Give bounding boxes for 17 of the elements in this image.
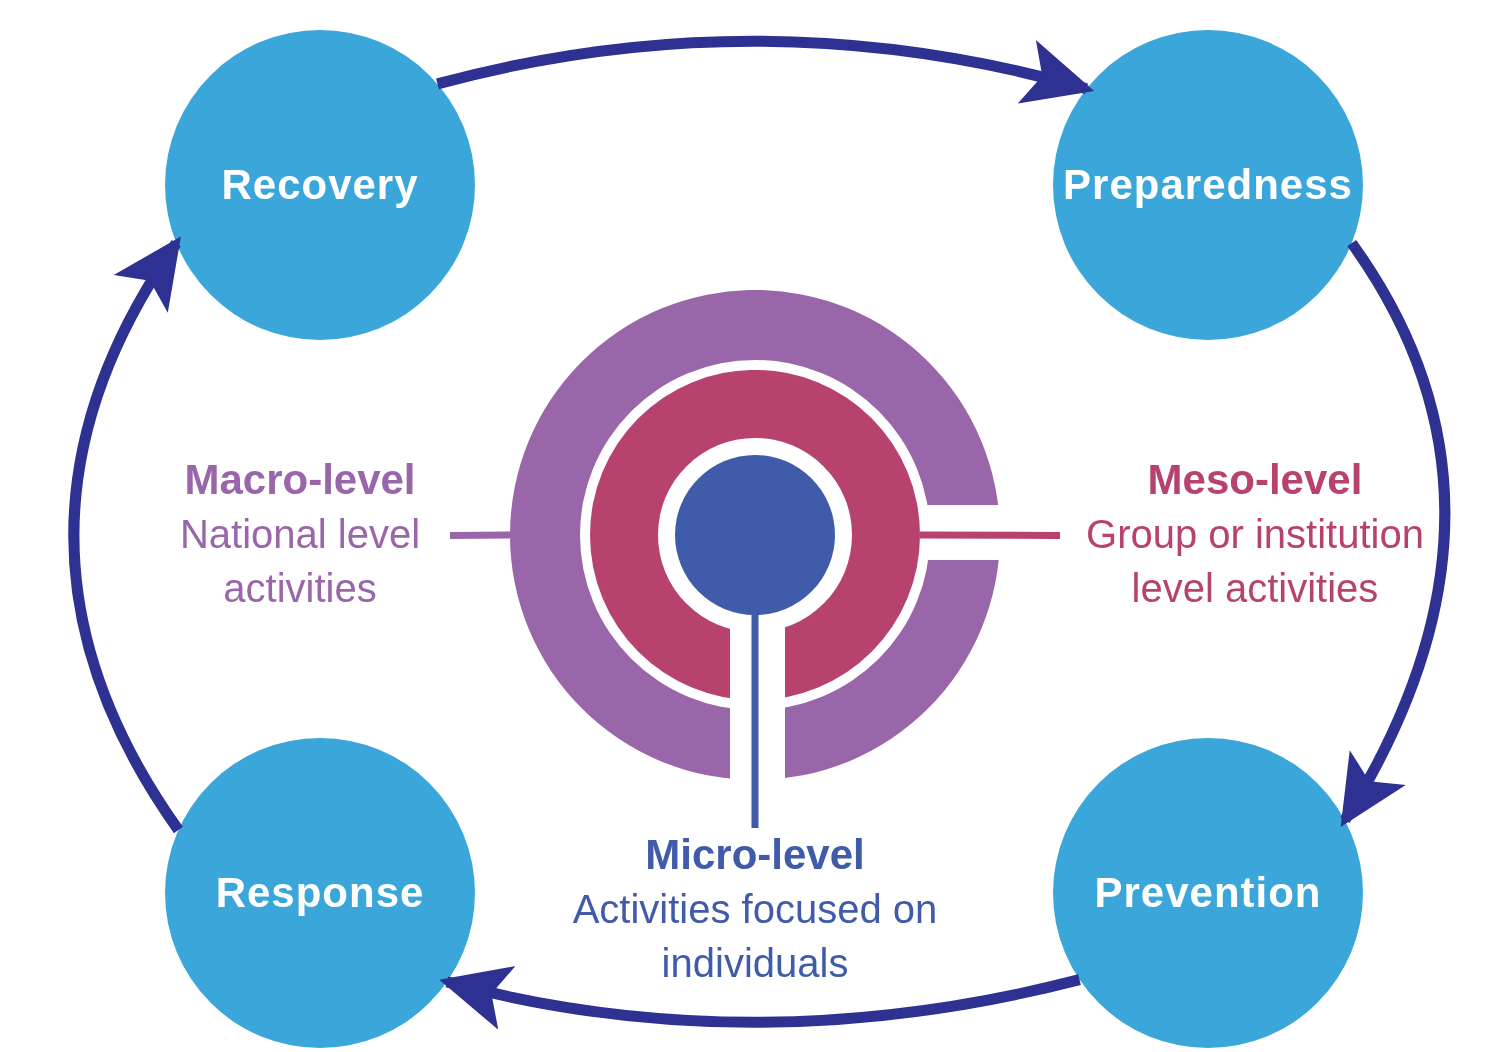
phase-circle: Response [165,738,475,1048]
phase-circle: Prevention [1053,738,1363,1048]
cycle-arrow [436,35,1095,105]
leader-line [449,531,511,539]
cycle-arrow [439,964,1081,1029]
cycle-arrow [1340,240,1451,828]
leader-line [751,615,759,828]
phase-circle: Preparedness [1053,30,1363,340]
cycle-arrow [68,236,183,833]
phase-circle: Recovery [165,30,475,340]
level-description: Activities focused on individuals [571,886,939,987]
level-heading: Meso-level [1147,455,1363,505]
level-heading: Micro-level [645,830,865,880]
leader-line [920,531,1060,539]
level-description: Group or institution level activities [1085,511,1425,612]
level-description: National level activities [178,511,422,612]
level-heading: Macro-level [184,455,416,505]
